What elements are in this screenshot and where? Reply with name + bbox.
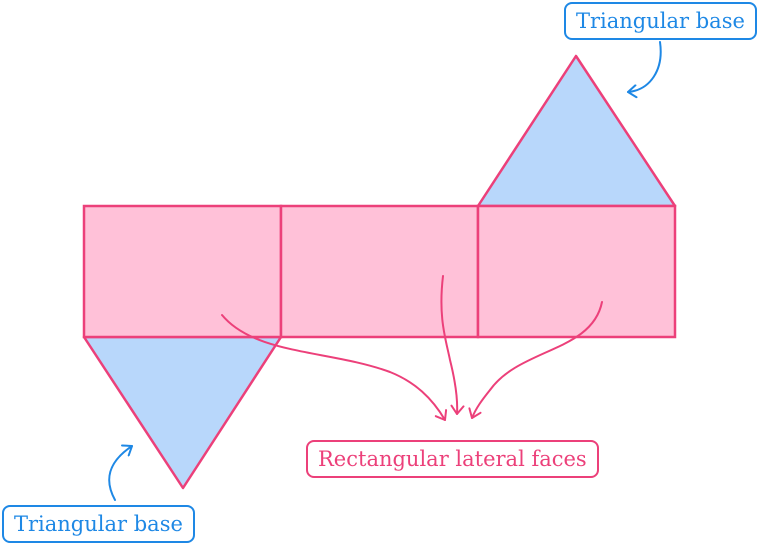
lateral-face-right [476, 204, 677, 339]
arrow-left-face [221, 314, 448, 421]
triangular-base-label-top: Triangular base [564, 2, 757, 40]
lateral-face-middle [279, 204, 480, 339]
arrow-right-face [468, 301, 603, 419]
triangular-base-label-bottom: Triangular base [2, 505, 195, 543]
arrow-top-triangle [627, 41, 662, 99]
lateral-face-left [82, 204, 283, 339]
arrow-middle-face [440, 275, 465, 415]
top-triangular-base [476, 54, 677, 208]
arrow-bottom-triangle [108, 444, 133, 501]
rectangular-lateral-faces-label: Rectangular lateral faces [306, 440, 599, 478]
